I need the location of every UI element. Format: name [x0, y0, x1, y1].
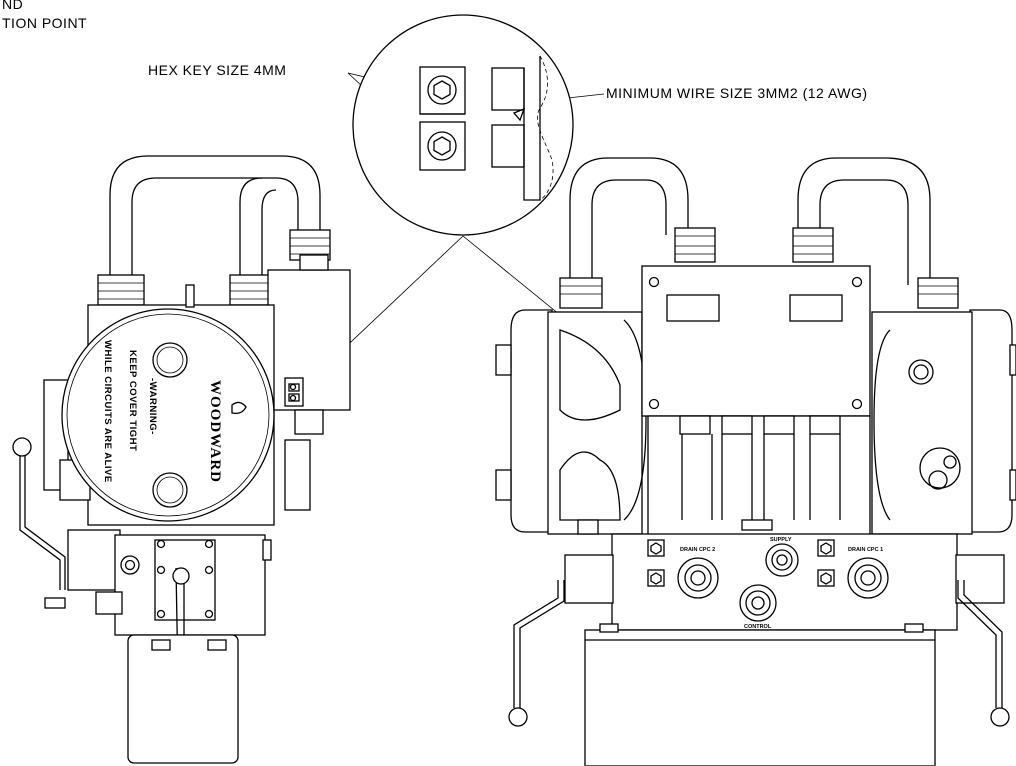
cover-brand-text: WOODWARD	[207, 380, 223, 483]
cover-warning-line1: KEEP COVER TIGHT	[127, 350, 138, 451]
port-supply: SUPPLY	[770, 537, 792, 543]
ground-label-line1: ND	[2, 0, 23, 12]
left-actuator-view: WOODWARD -WARNING- KEEP COVER TIGHT WHIL…	[12, 155, 351, 764]
cover-warning-line2: WHILE CIRCUITS ARE ALIVE	[102, 340, 113, 483]
hex-key-label: HEX KEY SIZE 4MM	[148, 62, 286, 78]
port-drain-2: DRAIN CPC 2	[680, 547, 715, 553]
ground-label-line2: TION POINT	[2, 15, 87, 31]
detail-magnifier	[352, 14, 574, 236]
port-control: CONTROL	[744, 624, 772, 630]
port-drain-1: DRAIN CPC 1	[848, 547, 883, 553]
cover-warning-title: -WARNING-	[147, 378, 158, 435]
right-actuator-view: DRAIN CPC 2 SUPPLY DRAIN CPC 1 CONTROL	[495, 157, 1016, 766]
wire-size-label: MINIMUM WIRE SIZE 3MM2 (12 AWG)	[606, 85, 868, 101]
woodward-logo-icon	[231, 401, 247, 415]
